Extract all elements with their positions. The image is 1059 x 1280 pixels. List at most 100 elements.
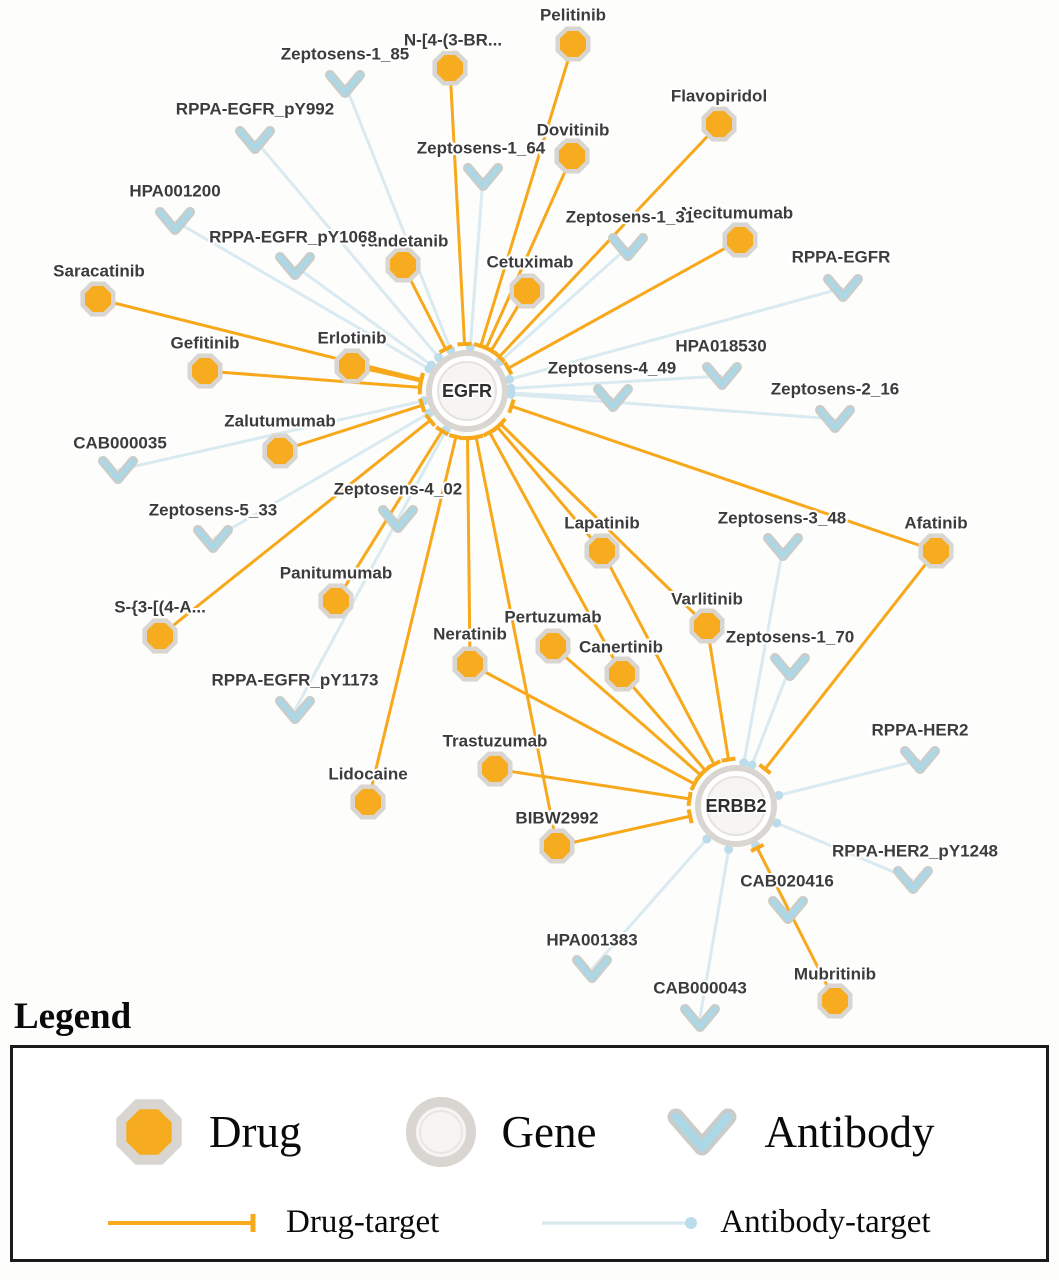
drug-target-edge-varlitinib xyxy=(499,422,709,628)
antibody-node-cab000035[interactable] xyxy=(98,456,138,484)
drug-node-zalutumumab[interactable] xyxy=(262,433,298,469)
node-label-hpa001383: HPA001383 xyxy=(546,930,637,949)
drug-target-edge-zalutumumab xyxy=(279,403,423,453)
antibody-chevron-icon-inner xyxy=(765,535,801,559)
node-label-rppa-egfr: RPPA-EGFR xyxy=(792,247,891,266)
drug-edges xyxy=(97,43,938,1002)
antibody-node-zeptosens-1-64[interactable] xyxy=(463,163,503,191)
antibody-target-edge-rppa-her2 xyxy=(778,758,921,797)
node-label-zeptosens-4-02: Zeptosens-4_02 xyxy=(334,479,463,498)
drug-node-gefitinib[interactable] xyxy=(187,353,223,389)
drug-edge-tee xyxy=(418,398,427,413)
drug-target-edge-neratinib xyxy=(469,662,696,786)
drug-target-edge-trastuzumab xyxy=(494,767,690,801)
node-label-flavopiridol: Flavopiridol xyxy=(671,86,767,105)
antibody-edge-dot xyxy=(772,818,782,828)
antibody-node-cab000043[interactable] xyxy=(680,1004,720,1032)
node-label-lidocaine: Lidocaine xyxy=(328,764,407,783)
drug-node-bibw2992[interactable] xyxy=(539,828,575,864)
antibody-chevron-icon-inner xyxy=(100,458,136,482)
node-label-bibw2992: BIBW2992 xyxy=(515,808,598,827)
drug-edge-tee xyxy=(686,808,694,824)
antibody-chevron-icon-inner xyxy=(704,364,740,388)
antibody-node-zeptosens-1-31[interactable] xyxy=(608,233,648,261)
drug-node-canertinib[interactable] xyxy=(604,656,640,692)
antibody-node-hpa018530[interactable] xyxy=(702,362,742,390)
gene-ring-inner xyxy=(706,776,766,836)
node-label-canertinib: Canertinib xyxy=(579,637,663,656)
drug-node-vandetanib[interactable] xyxy=(385,247,421,283)
drug-node-pertuzumab[interactable] xyxy=(535,628,571,664)
node-label-zalutumumab: Zalutumumab xyxy=(224,411,335,430)
antibody-node-rppa-egfr-py992[interactable] xyxy=(235,126,275,154)
drug-edge-tee xyxy=(424,413,437,428)
antibody-target-edge-zeptosens-2-16 xyxy=(510,392,836,421)
drug-node-mubritinib[interactable] xyxy=(817,983,853,1019)
legend-label-antibody-target: Antibody-target xyxy=(720,1204,931,1240)
drug-edge-tee xyxy=(468,433,484,441)
antibody-node-hpa001383[interactable] xyxy=(572,955,612,983)
antibody-node-cab020416[interactable] xyxy=(768,896,808,924)
node-label-afatinib: Afatinib xyxy=(904,513,967,532)
drug-node-pelitinib[interactable] xyxy=(555,26,591,62)
drug-node-dovitinib[interactable] xyxy=(554,138,590,174)
drug-node-neratinib[interactable] xyxy=(452,646,488,682)
antibody-node-zeptosens-3-48[interactable] xyxy=(763,533,803,561)
antibody-node-zeptosens-1-85[interactable] xyxy=(325,70,365,98)
antibody-chevron-icon-inner xyxy=(595,386,631,410)
gene-node-erbb2[interactable]: ERBB2 xyxy=(695,765,777,847)
drug-target-edge-canertinib xyxy=(620,673,707,772)
node-label-zeptosens-1-64: Zeptosens-1_64 xyxy=(417,138,546,157)
drug-node-trastuzumab[interactable] xyxy=(477,751,513,787)
drug-node-necitumumab[interactable] xyxy=(722,222,758,258)
legend-item-gene: Gene xyxy=(397,1088,596,1176)
antibody-node-zeptosens-1-70[interactable] xyxy=(770,653,810,681)
drug-node-afatinib[interactable] xyxy=(918,533,954,569)
drug-node-panitumumab[interactable] xyxy=(318,583,354,619)
drug-node-lidocaine[interactable] xyxy=(350,784,386,820)
legend-title: Legend xyxy=(14,996,132,1037)
node-label-trastuzumab: Trastuzumab xyxy=(443,731,548,750)
legend-label-drug: Drug xyxy=(209,1106,302,1157)
drug-node-cetuximab[interactable] xyxy=(509,273,545,309)
drug-node-flavopiridol[interactable] xyxy=(701,106,737,142)
gene-node-egfr[interactable]: EGFR xyxy=(426,350,508,432)
drug-node-varlitinib[interactable] xyxy=(689,608,725,644)
antibody-node-zeptosens-5-33[interactable] xyxy=(193,525,233,553)
drug-node-saracatinib[interactable] xyxy=(80,281,116,317)
drug-node-erlotinib[interactable] xyxy=(334,348,370,384)
antibody-node-hpa001200[interactable] xyxy=(155,207,195,235)
antibody-node-zeptosens-4-49[interactable] xyxy=(593,384,633,412)
antibody-target-edge-zeptosens-1-70 xyxy=(750,666,792,766)
legend-label-antibody: Antibody xyxy=(764,1106,935,1157)
drug-target-edge-lapatinib xyxy=(496,425,604,552)
antibody-chevron-icon-inner xyxy=(237,128,273,152)
antibody-target-edge-rppa-egfr-py1068 xyxy=(294,264,433,367)
antibody-node-rppa-her2[interactable] xyxy=(900,746,940,774)
drug-edge-tee xyxy=(457,341,472,347)
antibody-node-rppa-egfr-py1173[interactable] xyxy=(275,696,315,724)
antibody-node-rppa-egfr-py1068[interactable] xyxy=(275,252,315,280)
node-label-saracatinib: Saracatinib xyxy=(53,261,145,280)
antibody-node-zeptosens-2-16[interactable] xyxy=(815,405,855,433)
antibody-node-rppa-her2-py1248[interactable] xyxy=(893,866,933,894)
drug-node-n-4-3-br[interactable] xyxy=(432,50,468,86)
node-label-rppa-her2-py1248: RPPA-HER2_pY1248 xyxy=(832,841,998,860)
drug-edge-tee xyxy=(698,764,712,777)
drug-target-edge-pertuzumab xyxy=(552,644,702,777)
node-label-rppa-egfr-py992: RPPA-EGFR_pY992 xyxy=(176,99,334,118)
drug-target-edge-dovitinib xyxy=(484,155,574,349)
antibody-target-edge-rppa-egfr-py992 xyxy=(253,139,440,359)
drug-node-lapatinib[interactable] xyxy=(584,533,620,569)
antibody-target-edge-zeptosens-5-33 xyxy=(212,411,430,541)
node-label-n-4-3-br: N-[4-(3-BR... xyxy=(404,30,502,49)
nodes: EGFR ERBB2 xyxy=(80,26,954,1032)
antibody-chevron-icon-inner xyxy=(277,698,313,722)
gene-node-icon xyxy=(406,1097,477,1167)
antibody-target-edge-zeptosens-4-49 xyxy=(510,391,614,400)
antibody-node-zeptosens-4-02[interactable] xyxy=(378,505,418,533)
drug-node-s-3-4-a[interactable] xyxy=(142,618,178,654)
antibody-node-rppa-egfr[interactable] xyxy=(823,274,863,302)
antibody-chevron-icon-inner xyxy=(825,276,861,300)
